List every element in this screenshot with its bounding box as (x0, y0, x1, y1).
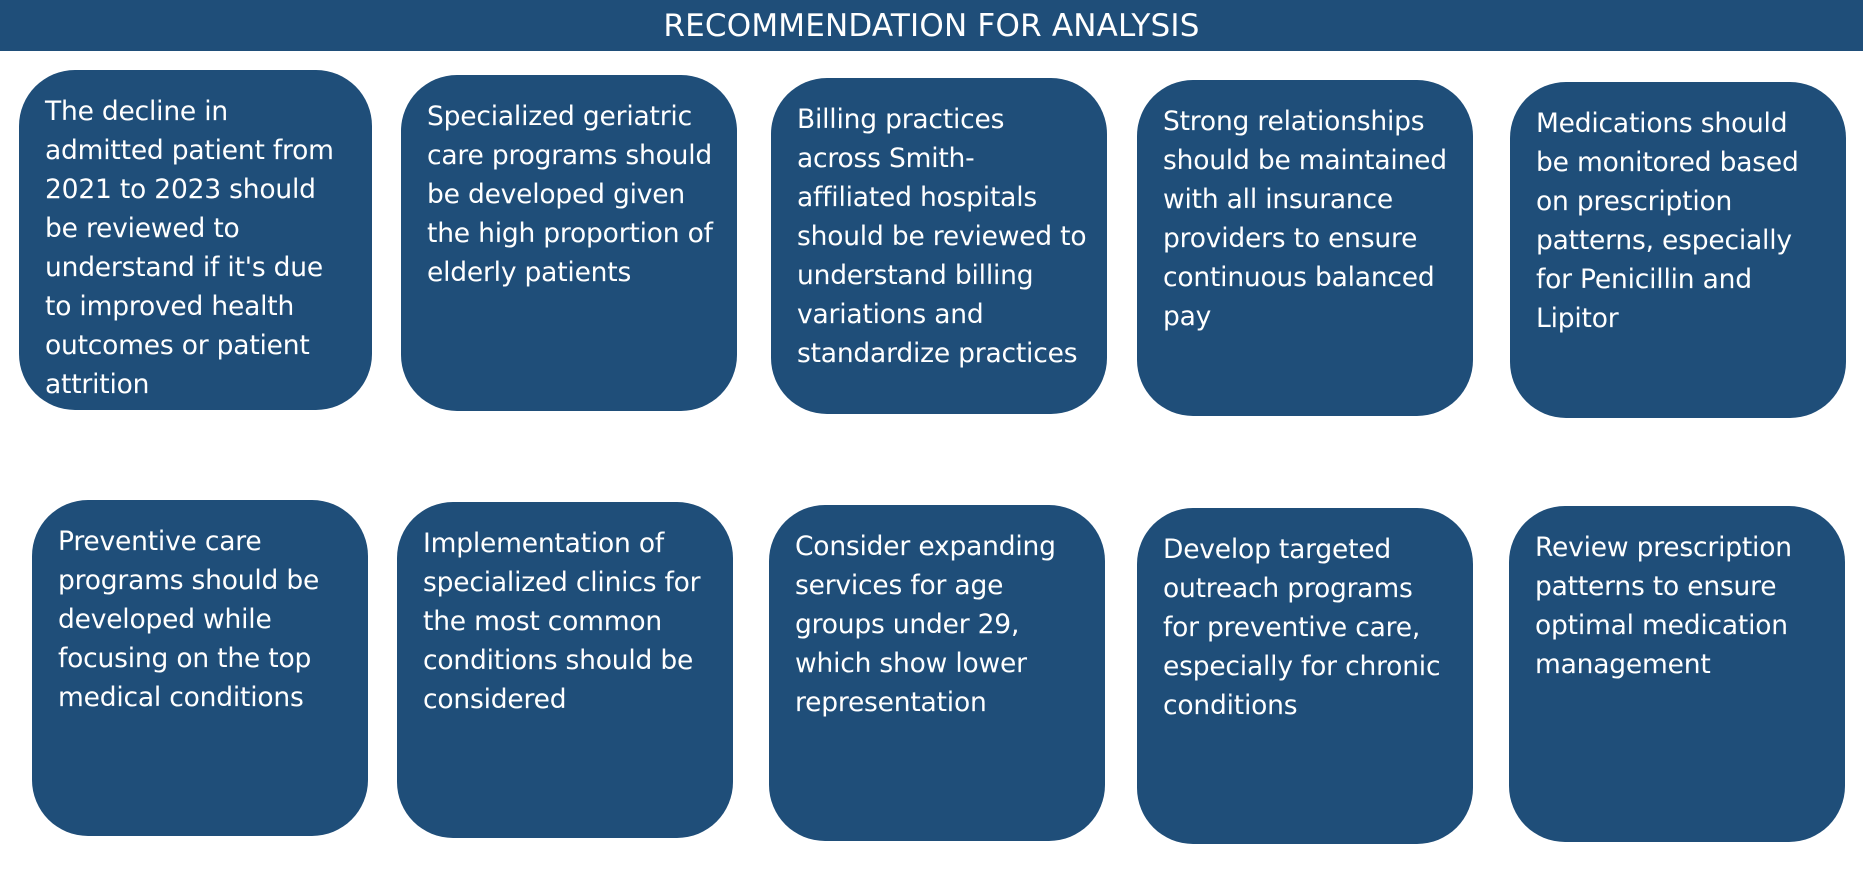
recommendation-card-3: Billing practices across Smith-affiliate… (771, 78, 1107, 414)
recommendation-text: Billing practices across Smith-affiliate… (797, 104, 1087, 369)
recommendation-text: Specialized geriatric care programs shou… (427, 101, 713, 288)
recommendation-card-4: Strong relationships should be maintaine… (1137, 80, 1473, 416)
recommendation-card-2: Specialized geriatric care programs shou… (401, 75, 737, 411)
recommendation-card-7: Implementation of specialized clinics fo… (397, 502, 733, 838)
recommendation-text: Strong relationships should be maintaine… (1163, 106, 1447, 332)
recommendation-text: Medications should be monitored based on… (1536, 108, 1799, 334)
header-bar: RECOMMENDATION FOR ANALYSIS (0, 0, 1863, 51)
recommendation-card-1: The decline in admitted patient from 202… (19, 70, 372, 410)
recommendation-text: Consider expanding services for age grou… (795, 531, 1056, 718)
recommendation-card-9: Develop targeted outreach programs for p… (1137, 508, 1473, 844)
recommendation-text: Review prescription patterns to ensure o… (1535, 532, 1792, 680)
recommendation-text: Implementation of specialized clinics fo… (423, 528, 701, 715)
page-title: RECOMMENDATION FOR ANALYSIS (663, 7, 1200, 44)
recommendation-text: Preventive care programs should be devel… (58, 526, 320, 713)
recommendation-card-5: Medications should be monitored based on… (1510, 82, 1846, 418)
recommendation-card-6: Preventive care programs should be devel… (32, 500, 368, 836)
recommendation-card-8: Consider expanding services for age grou… (769, 505, 1105, 841)
recommendation-card-10: Review prescription patterns to ensure o… (1509, 506, 1845, 842)
recommendation-text: Develop targeted outreach programs for p… (1163, 534, 1441, 721)
recommendation-text: The decline in admitted patient from 202… (45, 96, 334, 400)
